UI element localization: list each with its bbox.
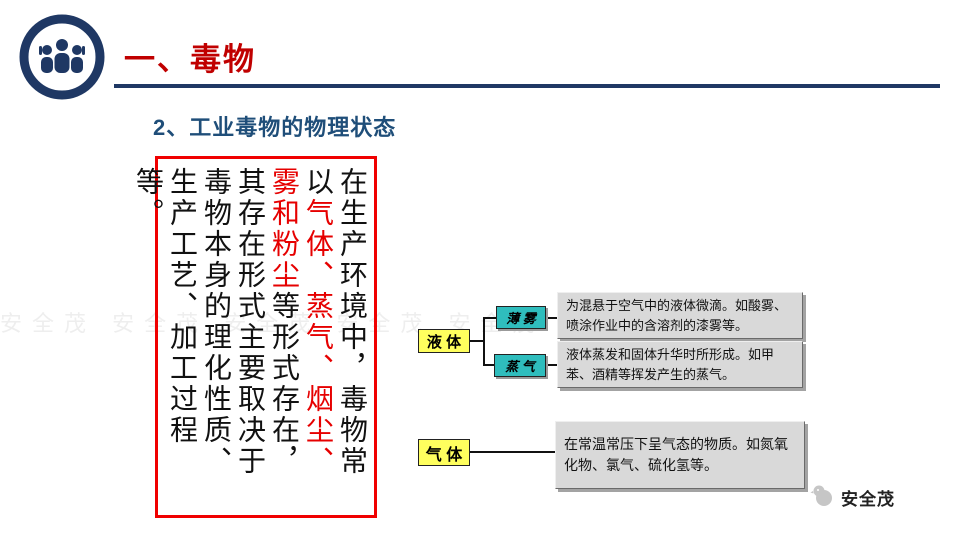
connector-line-mist [485, 317, 496, 319]
people-logo-icon [18, 13, 106, 101]
node-mist: 薄 雾 [496, 306, 546, 329]
vapor-description-box: 液体蒸发和固体升华时所形成。如甲苯、酒精等挥发产生的蒸气。 [557, 341, 803, 388]
connector-line-gas [470, 451, 555, 453]
brand-footer: 安全茂 [810, 482, 895, 513]
gas-description-box: 在常温常压下呈气态的物质。如氮氧化物、氯气、硫化氢等。 [555, 421, 805, 489]
page-title: 一、毒物 [124, 42, 256, 77]
intro-text-segment-1: 在生产环境中，毒物常以 [302, 167, 367, 477]
connector-line-vapor-desc [546, 364, 557, 366]
brand-name: 安全茂 [841, 490, 895, 509]
connector-line-vapor [485, 364, 494, 366]
section-subtitle: 2、工业毒物的物理状态 [153, 115, 397, 140]
connector-line-liquid [470, 340, 483, 342]
watermark-text: 安全茂 安全茂 安全茂 安全茂 安全茂 安全茂 [0, 311, 657, 336]
title-divider [114, 84, 940, 88]
connector-line-branch [483, 317, 485, 366]
mist-description-box: 为混悬于空气中的液体微滴。如酸雾、喷涂作业中的含溶剂的漆雾等。 [557, 292, 803, 339]
node-liquid: 液 体 [418, 329, 470, 353]
node-gas: 气 体 [418, 439, 470, 466]
brand-icon [810, 482, 836, 513]
intro-text-segment-3: 等形式存在，其存在形式主要取决于毒物本身的理化性质、生产工艺、加工过程等。 [132, 167, 299, 477]
connector-line-mist-desc [546, 317, 557, 319]
node-vapor: 蒸 气 [494, 354, 546, 377]
intro-text-box: 在生产环境中，毒物常以气体、蒸气、烟尘、雾和粉尘等形式存在，其存在形式主要取决于… [132, 156, 377, 518]
intro-text-segment-2: 气体、蒸气、烟尘、雾和粉尘 [268, 167, 333, 477]
